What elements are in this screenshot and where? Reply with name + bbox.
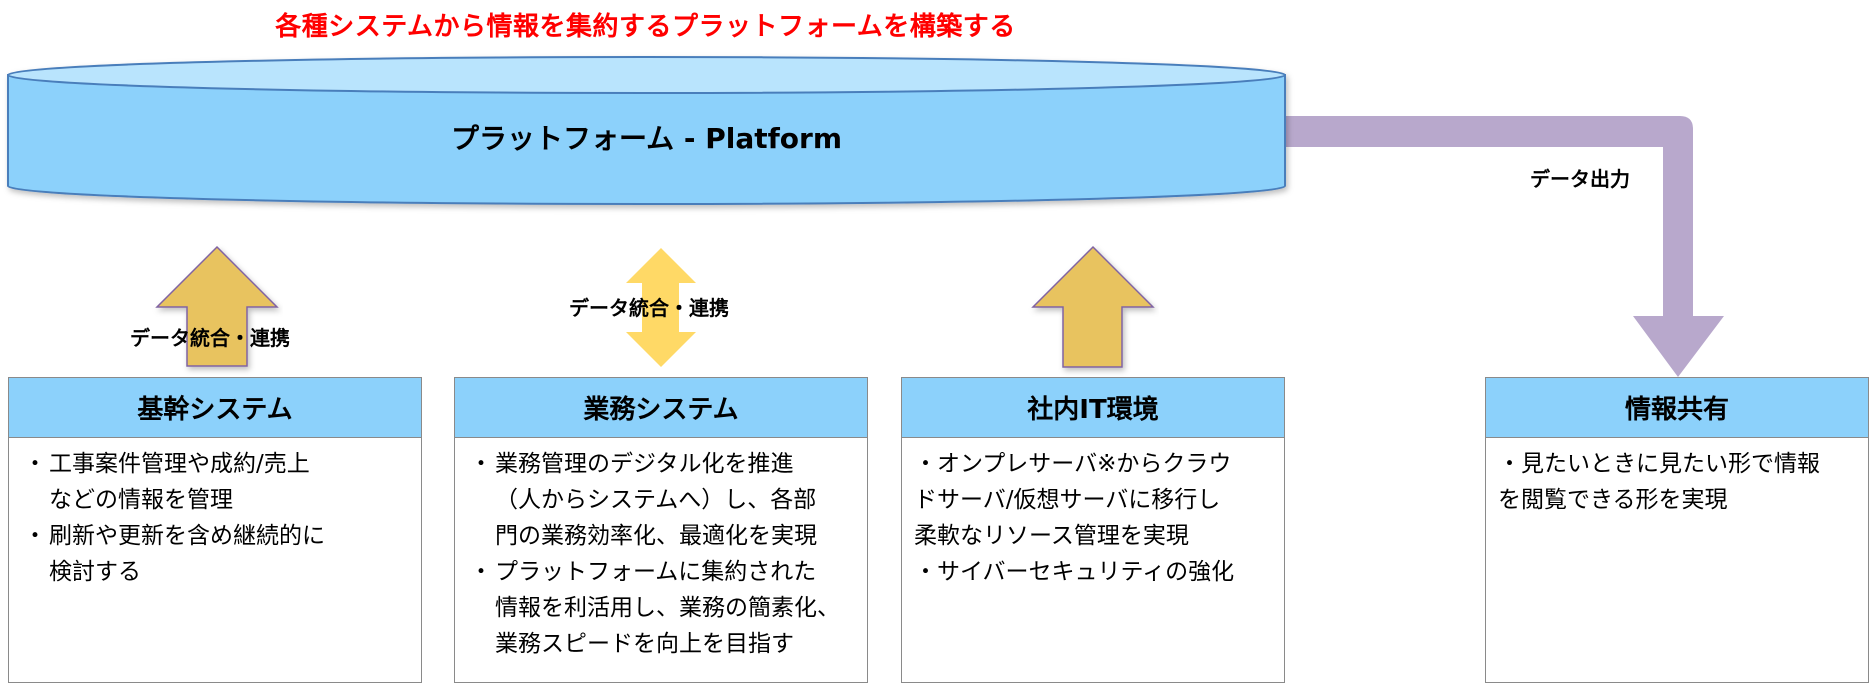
bullet-line: プラットフォームに集約された — [495, 559, 817, 585]
bullet-line: 工事案件管理や成約/売上 — [49, 451, 310, 477]
body-line: 柔軟なリソース管理を実現 — [914, 523, 1189, 549]
up-arrow-core — [155, 245, 279, 367]
up-arrow-it — [1031, 245, 1155, 368]
bullet-line: 情報を利活用し、業務の簡素化、 — [495, 595, 840, 621]
box-body: ・ 業務管理のデジタル化を推進 （人からシステムへ）し、各部 門の業務効率化、最… — [455, 438, 867, 662]
output-label: データ出力 — [1530, 167, 1630, 191]
box-core-system: 基幹システム ・ 工事案件管理や成約/売上 などの情報を管理 ・ 刷新や更新を含… — [8, 377, 422, 683]
box-body: ・オンプレサーバ※からクラウ ドサーバ/仮想サーバに移行し 柔軟なリソース管理を… — [902, 438, 1284, 590]
box-body: ・ 工事案件管理や成約/売上 などの情報を管理 ・ 刷新や更新を含め継続的に 検… — [9, 438, 421, 590]
bullet-line: 検討する — [49, 559, 141, 585]
box-business-system: 業務システム ・ 業務管理のデジタル化を推進 （人からシステムへ）し、各部 門の… — [454, 377, 868, 683]
bullet-line: 門の業務効率化、最適化を実現 — [495, 523, 817, 549]
bullet-line: 刷新や更新を含め継続的に — [49, 523, 325, 549]
bullet-item: ・ 業務管理のデジタル化を推進 （人からシステムへ）し、各部 門の業務効率化、最… — [467, 446, 857, 554]
cylinder-top — [7, 56, 1286, 94]
box-header: 業務システム — [455, 378, 867, 438]
bullet-item: ・ 工事案件管理や成約/売上 などの情報を管理 — [21, 446, 411, 518]
box-body: ・見たいときに見たい形で情報 を閲覧できる形を実現 — [1486, 438, 1868, 518]
bullet-item: ・ 刷新や更新を含め継続的に 検討する — [21, 518, 411, 590]
output-arrow — [1285, 116, 1724, 377]
integrate-label-core: データ統合・連携 — [130, 326, 290, 350]
cylinder-side — [7, 74, 1286, 205]
bullet-line: などの情報を管理 — [49, 487, 233, 513]
box-information-sharing: 情報共有 ・見たいときに見たい形で情報 を閲覧できる形を実現 — [1485, 377, 1869, 683]
bullet-line: 業務スピードを向上を目指す — [495, 631, 794, 657]
bullet-line: （人からシステムへ）し、各部 — [495, 487, 817, 513]
body-line: ・サイバーセキュリティの強化 — [914, 559, 1235, 585]
output-arrow-body — [1285, 116, 1724, 377]
integrate-label-business: データ統合・連携 — [569, 296, 729, 320]
box-internal-it: 社内IT環境 ・オンプレサーバ※からクラウ ドサーバ/仮想サーバに移行し 柔軟な… — [901, 377, 1285, 683]
body-line: ドサーバ/仮想サーバに移行し — [914, 487, 1221, 513]
headline-text: 各種システムから情報を集約するプラットフォームを構築する — [275, 12, 1016, 42]
platform-label: プラットフォーム - Platform — [450, 122, 843, 155]
bullet-line: 業務管理のデジタル化を推進 — [495, 451, 794, 477]
box-header: 情報共有 — [1486, 378, 1868, 438]
bullet-dot: ・ — [469, 559, 493, 585]
platform-cylinder — [7, 56, 1286, 205]
box-header: 基幹システム — [9, 378, 421, 438]
body-line: ・見たいときに見たい形で情報 — [1498, 451, 1820, 477]
bullet-dot: ・ — [23, 523, 47, 549]
body-line: を閲覧できる形を実現 — [1498, 487, 1728, 513]
bullet-dot: ・ — [469, 451, 493, 477]
body-line: ・オンプレサーバ※からクラウ — [914, 451, 1232, 477]
bullet-item: ・ プラットフォームに集約された 情報を利活用し、業務の簡素化、 業務スピードを… — [467, 554, 857, 662]
bullet-dot: ・ — [23, 451, 47, 477]
double-arrow-business — [626, 248, 696, 367]
box-header: 社内IT環境 — [902, 378, 1284, 438]
